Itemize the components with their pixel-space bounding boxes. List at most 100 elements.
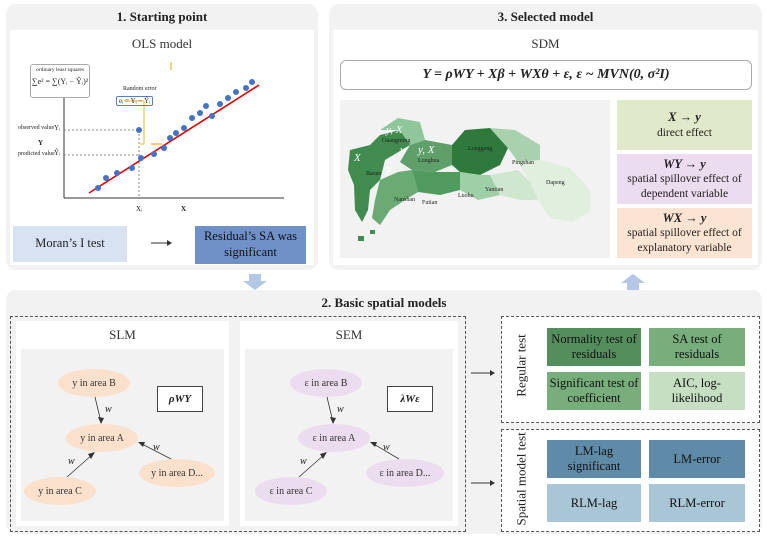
map-region-dapeng (518, 160, 590, 222)
slm-w-label-1: w (105, 404, 112, 415)
xi-label: Xᵢ (136, 205, 143, 213)
ols-legend-title: ordinary least squares (36, 67, 84, 73)
sem-box: SEM ε in area B ε in area A ε in area C … (240, 321, 458, 526)
arrow-down-to-panel2 (242, 274, 268, 290)
arrow-up-icon (621, 274, 645, 290)
arrow-down-icon (243, 274, 267, 290)
scatter-point (209, 113, 215, 119)
scatter-point (138, 155, 144, 161)
error-formula: eᵢ = Yᵢ − Ŷᵢ (116, 96, 154, 106)
map-region-pingshan (490, 128, 540, 162)
slm-title: SLM (109, 327, 136, 342)
spatial-test-label: Spatial model test (513, 432, 529, 526)
sem-formula-box: λWε (387, 386, 433, 412)
effect-dependent-spillover: WY → y spatial spillover effect of depen… (617, 154, 752, 204)
effect-explanatory-desc: spatial spillover effect of explanatory … (627, 227, 742, 254)
map-label-baoan: Baoan (366, 171, 382, 177)
map-label-dapeng: Dapeng (546, 180, 565, 186)
models-dashed-group (10, 316, 466, 532)
slm-node-c: y in area C (24, 477, 96, 505)
effect-dependent-formula: WY → y (663, 156, 706, 171)
slm-box: SLM y in area B y in area A y in area C … (16, 321, 229, 526)
scatter-point (225, 95, 231, 101)
map-overlay-y: y (387, 162, 392, 174)
sem-node-a: ε in area A (298, 424, 370, 452)
sem-title: SEM (335, 327, 363, 342)
basic-spatial-models-title: 2. Basic spatial models (321, 295, 447, 310)
arrow-right-icon (151, 240, 172, 246)
sem-node-d: ε in area D... (366, 459, 444, 487)
y-axis-label: Y (38, 139, 44, 147)
map-overlay-w: w (400, 144, 408, 156)
scatter-point (249, 79, 255, 85)
scatter-point (136, 127, 142, 133)
map-label-pingshan: Pingshan (512, 160, 535, 166)
scatter-point (189, 115, 195, 121)
sem-diagram: ε in area B ε in area A ε in area C ε in… (245, 349, 453, 521)
slm-diagram: y in area B y in area A y in area C y in… (21, 349, 224, 521)
slm-formula-box: ρWY (157, 386, 203, 412)
predicted-value-symbol: Ŷᵢ (54, 149, 61, 157)
map-region-nanshan (372, 170, 418, 225)
scatter-point (217, 101, 223, 107)
slm-w-label-3: w (153, 442, 160, 453)
ols-scatter-plot (14, 58, 302, 218)
shenzhen-map: Guangming Longhua Longgang Pingshan Dape… (340, 100, 610, 258)
map-label-longhua: Longhua (418, 158, 440, 164)
scatter-point (243, 85, 249, 91)
moran-test-box: Moran’s I test (13, 226, 127, 262)
sem-node-b: ε in area B (290, 369, 362, 397)
scatter-point (95, 185, 101, 191)
map-label-futian: Futian (422, 200, 438, 206)
map-label-longgang: Longgang (468, 146, 493, 152)
rlm-lag-box: RLM-lag (547, 484, 641, 522)
normality-test-box: Normality test of residuals (547, 328, 641, 366)
observed-value-label: observed value (18, 125, 55, 131)
slm-arrow-c-a (66, 453, 94, 478)
map-overlay-X: X (354, 152, 361, 164)
scatter-point (129, 165, 135, 171)
sem-w-label-2: w (300, 456, 307, 467)
sem-arrows (298, 396, 400, 478)
slm-node-b: y in area B (58, 369, 130, 397)
regression-line (88, 84, 260, 194)
x-axis-label: X (181, 205, 187, 213)
starting-point-title: 1. Starting point (116, 9, 208, 24)
map-region-luohu (460, 172, 500, 200)
scatter-point (161, 145, 167, 151)
observed-value-symbol: Yᵢ (54, 124, 61, 132)
arrow-to-regular-test (470, 366, 496, 378)
map-label-nanshan: Nanshan (394, 197, 415, 203)
selected-model-title: 3. Selected model (497, 9, 594, 24)
shenzhen-map-svg (348, 118, 590, 241)
sa-test-box: SA test of residuals (649, 328, 745, 366)
map-region-baoan (348, 130, 410, 222)
map-region-yantian (490, 170, 538, 200)
map-label-yantian: Yantian (485, 187, 504, 193)
scatter-point (167, 135, 173, 141)
ols-legend-box: ordinary least squares ∑e² = ∑(Yᵢ − Ŷᵢ)² (30, 64, 90, 98)
sem-arrow-c-a (298, 453, 326, 478)
arrow-to-spatial-test (470, 476, 496, 488)
random-error-label: Random error (123, 86, 157, 92)
map-overlay-yx-2: y, X (418, 144, 435, 156)
scatter-point (197, 110, 203, 116)
arrow-right-icon (471, 480, 495, 486)
scatter-points (95, 79, 255, 191)
sem-node-c: ε in area C (255, 477, 327, 505)
scatter-point (181, 125, 187, 131)
arrow-right-icon (471, 370, 495, 376)
scatter-point (114, 170, 120, 176)
slm-arrows (66, 396, 172, 478)
rlm-error-box: RLM-error (649, 484, 745, 522)
effect-direct-desc: direct effect (656, 126, 712, 139)
predicted-value-label: predicted value (18, 151, 55, 157)
lm-error-box: LM-error (649, 440, 745, 478)
effect-explanatory-formula: WX → y (662, 210, 707, 225)
scatter-point (203, 103, 209, 109)
effect-explanatory-spillover: WX → y spatial spillover effect of expla… (617, 208, 752, 258)
slm-arrow-d-a (139, 442, 172, 460)
scatter-point (173, 130, 179, 136)
scatter-point (151, 151, 157, 157)
map-region-longhua (400, 140, 452, 172)
